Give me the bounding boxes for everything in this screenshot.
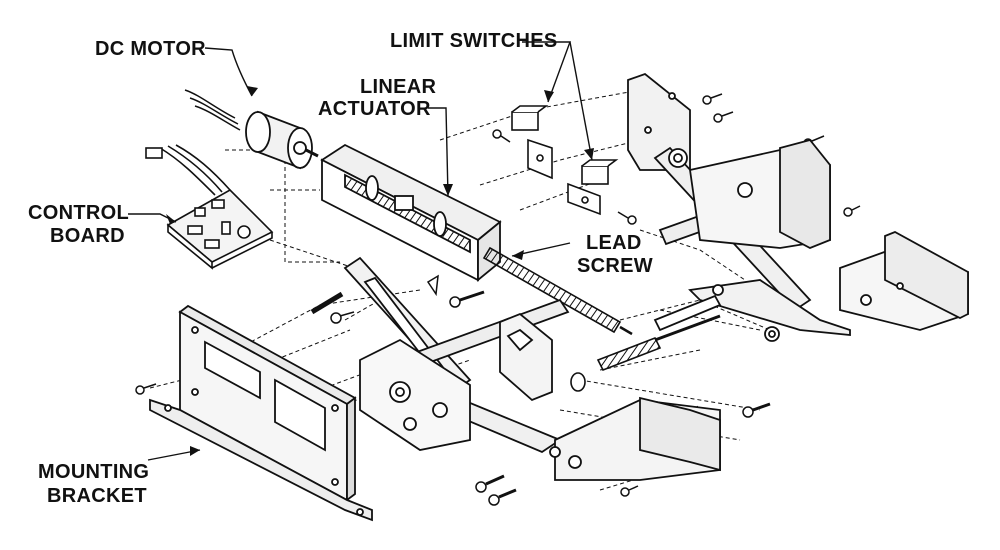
label-mounting-bracket-line1: MOUNTING (38, 461, 150, 483)
rear-linkage-drawing (627, 72, 969, 342)
label-mounting-bracket-line2: BRACKET (47, 485, 147, 507)
label-dc-motor: DC MOTOR (95, 38, 206, 60)
label-control-board-line2: BOARD (50, 225, 125, 247)
label-lead-screw-line2: SCREW (577, 255, 653, 277)
dc-motor-drawing (184, 89, 319, 170)
label-lead-screw-line1: LEAD (586, 232, 642, 254)
spring-and-spacers-drawing (570, 314, 721, 392)
limit-switches-drawing (511, 105, 619, 216)
control-board-drawing (145, 144, 274, 270)
label-control-board-line1: CONTROL (28, 202, 129, 224)
linear-actuator-drawing (320, 143, 502, 282)
front-linkage-drawing (343, 256, 721, 481)
leader-lines (128, 41, 593, 461)
mounting-bracket-drawing (149, 304, 373, 522)
lead-screw-drawing (482, 246, 633, 336)
label-linear-actuator-line1: LINEAR (360, 76, 437, 98)
label-linear-actuator-line2: ACTUATOR (318, 98, 431, 120)
leader-arrowheads (166, 86, 594, 456)
label-limit-switches: LIMIT SWITCHES (390, 30, 558, 52)
